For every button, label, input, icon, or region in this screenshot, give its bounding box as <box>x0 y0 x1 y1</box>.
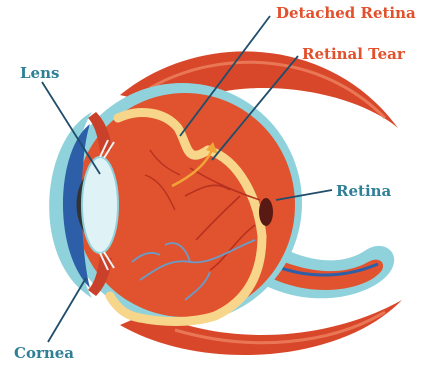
label-retina: Retina <box>336 182 392 200</box>
label-retinal-tear: Retinal Tear <box>302 45 406 63</box>
label-cornea: Cornea <box>14 344 74 362</box>
lens <box>82 157 118 253</box>
optic-disc <box>259 198 273 226</box>
leader-cornea <box>48 278 86 342</box>
label-lens: Lens <box>20 64 59 82</box>
label-detached-retina: Detached Retina <box>276 4 416 22</box>
